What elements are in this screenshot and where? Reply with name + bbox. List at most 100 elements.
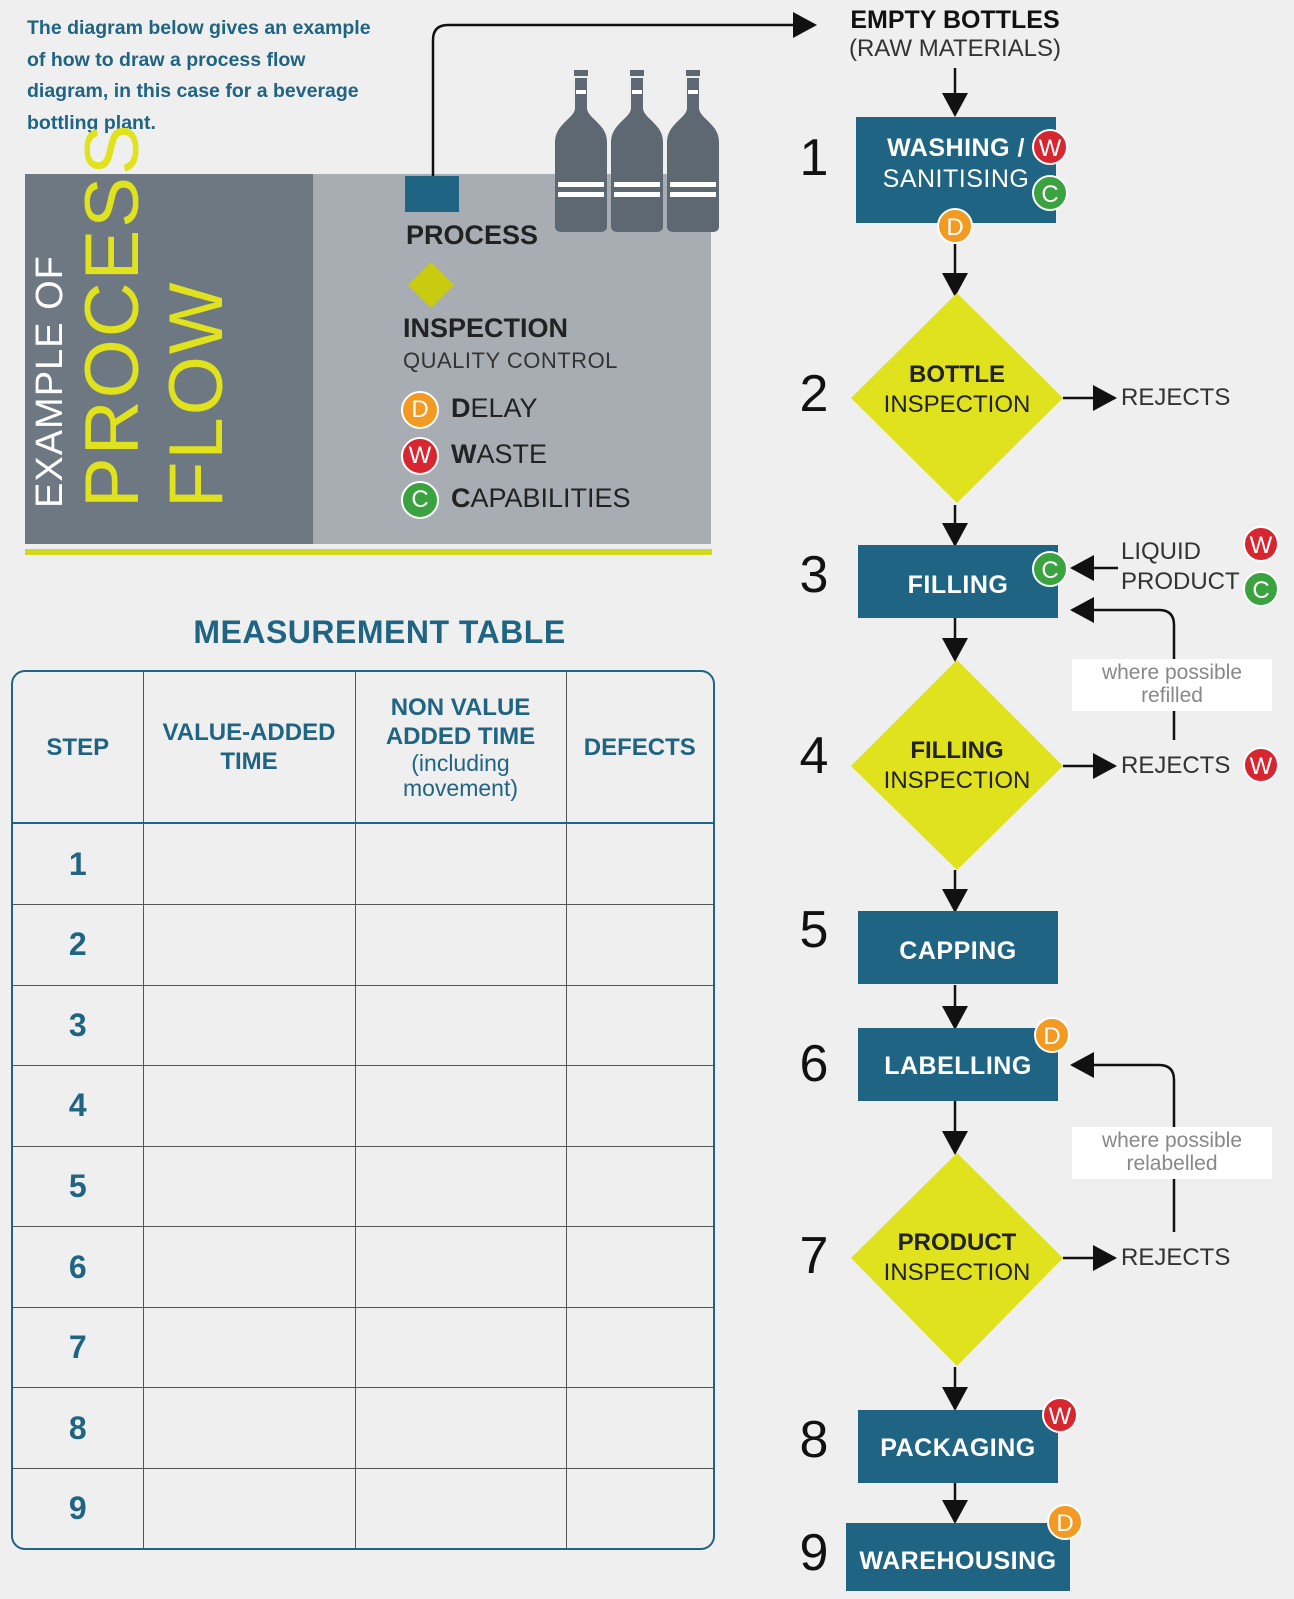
vat-cell[interactable]	[143, 985, 356, 1067]
defects-cell[interactable]	[566, 823, 713, 906]
step-number: 5	[799, 901, 829, 959]
relabel-note: where possible relabelled	[1072, 1127, 1272, 1179]
vat-cell[interactable]	[143, 1146, 356, 1228]
filling-inspection-line2: INSPECTION	[883, 767, 1031, 794]
table-row: 7	[13, 1307, 713, 1389]
defects-cell[interactable]	[566, 1146, 713, 1228]
step-cell: 5	[13, 1146, 144, 1228]
step-number: 9	[799, 1524, 829, 1582]
vat-cell[interactable]	[143, 1468, 356, 1548]
table-row: 9	[13, 1468, 713, 1548]
step-cell: 9	[13, 1468, 144, 1548]
refill-note-line1: where possible	[1101, 661, 1243, 684]
nvat-cell[interactable]	[355, 1387, 567, 1469]
legend-inspection-sub: QUALITY CONTROL	[403, 348, 618, 373]
nvat-cell[interactable]	[355, 823, 567, 906]
defects-cell[interactable]	[566, 985, 713, 1067]
diamond-filling-inspection	[851, 660, 1063, 870]
step-number: 4	[799, 727, 829, 785]
waste-badge-icon: W	[401, 437, 439, 475]
nvat-cell[interactable]	[355, 1065, 567, 1147]
defects-cell[interactable]	[566, 904, 713, 986]
header-non-value-added-time: NON VALUE ADDED TIME(including movement)	[355, 672, 567, 824]
defects-cell[interactable]	[566, 1065, 713, 1147]
step-number: 8	[799, 1411, 829, 1469]
measurement-table-title: MEASUREMENT TABLE	[193, 614, 566, 650]
nvat-cell[interactable]	[355, 1468, 567, 1548]
step-cell: 4	[13, 1065, 144, 1147]
vat-cell[interactable]	[143, 1065, 356, 1147]
vat-cell[interactable]	[143, 1226, 356, 1308]
legend-delay: DELAY	[451, 393, 538, 424]
header-nvat-text: NON VALUE ADDED TIME	[385, 694, 536, 750]
step-cell: 6	[13, 1226, 144, 1308]
step-cell: 7	[13, 1307, 144, 1389]
rejects-label: REJECTS	[1121, 752, 1231, 779]
delay-badge-icon: D	[937, 208, 973, 244]
process-washing: WASHING / SANITISING	[856, 117, 1056, 223]
step-number: 3	[799, 546, 829, 604]
nvat-cell[interactable]	[355, 904, 567, 986]
bottle-inspection-line1: BOTTLE	[909, 361, 1005, 388]
rejects-label: REJECTS	[1121, 1244, 1231, 1271]
table-row: 3	[13, 985, 713, 1067]
start-sub: (RAW MATERIALS)	[848, 35, 1061, 62]
header-step: STEP	[13, 672, 144, 824]
rejects-label: REJECTS	[1121, 384, 1231, 411]
waste-letter: W	[451, 439, 477, 469]
nvat-cell[interactable]	[355, 1146, 567, 1228]
bottles-icon	[555, 70, 719, 232]
waste-badge-icon: W	[1032, 129, 1068, 165]
header-vat-text: VALUE-ADDED TIME	[162, 719, 336, 775]
step-number: 7	[799, 1227, 829, 1285]
diamond-bottle-inspection	[851, 293, 1063, 503]
relabel-note-line1: where possible	[1101, 1129, 1243, 1152]
defects-cell[interactable]	[566, 1307, 713, 1389]
legend-title-panel	[25, 174, 313, 544]
delay-badge-icon: D	[1034, 1017, 1070, 1053]
flow-start: EMPTY BOTTLES (RAW MATERIALS)	[840, 6, 1070, 63]
capabilities-badge-icon: C	[401, 481, 439, 519]
waste-badge-icon: W	[1243, 747, 1279, 783]
vat-cell[interactable]	[143, 823, 356, 906]
step-number: 1	[799, 129, 829, 187]
step-cell: 8	[13, 1387, 144, 1469]
delay-rest: ELAY	[470, 393, 538, 423]
waste-badge-icon: W	[1243, 526, 1279, 562]
legend-capabilities: CAPABILITIES	[451, 483, 631, 514]
nvat-cell[interactable]	[355, 985, 567, 1067]
bottle-inspection-label: BOTTLE INSPECTION	[873, 360, 1041, 420]
refill-note: where possible refilled	[1072, 659, 1272, 711]
liquid-product-label: LIQUID PRODUCT	[1121, 537, 1240, 597]
table-row: 5	[13, 1146, 713, 1228]
nvat-cell[interactable]	[355, 1307, 567, 1389]
table-row: 6	[13, 1226, 713, 1308]
intro-text: The diagram below gives an example of ho…	[27, 17, 371, 134]
process-labelling: LABELLING	[858, 1028, 1058, 1101]
inspection-swatch	[408, 262, 454, 308]
defects-cell[interactable]	[566, 1226, 713, 1308]
liquid-line2: PRODUCT	[1121, 568, 1240, 595]
table-row: 1	[13, 823, 713, 906]
legend-process-label: PROCESS	[406, 220, 539, 250]
vat-cell[interactable]	[143, 1387, 356, 1469]
nvat-cell[interactable]	[355, 1226, 567, 1308]
delay-badge-icon: D	[401, 391, 439, 429]
waste-rest: ASTE	[476, 439, 548, 469]
process-packaging: PACKAGING	[858, 1410, 1058, 1483]
step-number: 2	[799, 365, 829, 423]
vat-cell[interactable]	[143, 904, 356, 986]
process-swatch	[405, 176, 459, 212]
header-value-added-time: VALUE-ADDED TIME	[143, 672, 356, 824]
header-nvat-sub: (including movement)	[402, 750, 519, 801]
capabilities-badge-icon: C	[1243, 571, 1279, 607]
cap-letter: C	[451, 483, 471, 513]
start-title: EMPTY BOTTLES	[850, 6, 1060, 34]
vat-cell[interactable]	[143, 1307, 356, 1389]
divider-line	[25, 549, 712, 555]
capabilities-badge-icon: C	[1032, 175, 1068, 211]
liquid-line1: LIQUID	[1121, 538, 1202, 565]
defects-cell[interactable]	[566, 1387, 713, 1469]
process-warehousing: WAREHOUSING	[846, 1523, 1070, 1591]
